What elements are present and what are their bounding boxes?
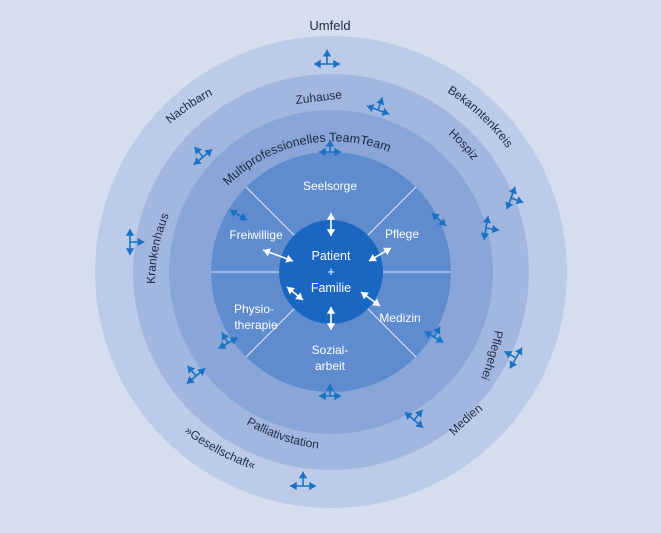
role-freiwillige: Freiwillige [229,228,283,242]
arrow-stem-icon [186,365,197,377]
arrow-stem-icon [221,332,229,344]
core-arrow-icon [360,291,381,307]
role-sozialarbeit-2: arbeit [315,359,346,373]
core-arrow-icon [286,286,304,301]
arrow-stem-icon [376,97,385,111]
double-arrow-icon [193,148,213,166]
core-arrow-icon [262,248,294,263]
double-arrow-icon [186,367,206,385]
role-physio-1: Physio- [234,302,274,316]
arrow-stem-icon [510,196,524,205]
role-medizin: Medizin [379,311,420,325]
arrow-stem-icon [325,383,335,396]
arrow-stem-icon [322,49,332,64]
role-sozialarbeit-1: Sozial- [312,343,349,357]
core-arrow-icon [326,213,336,236]
core-familie: Familie [311,281,351,295]
role-seelsorge: Seelsorge [303,179,357,193]
arrows-layer [125,49,524,491]
core-arrow-icon [368,247,392,262]
double-arrow-icon [229,209,248,221]
label-zuhause: Zuhause [295,87,343,107]
arrow-stem-icon [130,237,145,247]
core-plus: + [327,265,334,279]
role-physio-2: therapie [234,318,278,332]
arrow-stem-icon [325,139,335,152]
core-patient: Patient [312,249,351,263]
arrow-stem-icon [413,409,424,421]
core-arrow-icon [326,307,336,330]
arrow-stem-icon [485,224,500,234]
arrow-stem-icon [193,146,204,158]
arrow-stem-icon [504,350,517,359]
diagram-title: Umfeld [309,18,350,33]
role-pflege: Pflege [385,227,419,241]
arrow-stem-icon [298,471,308,486]
arrow-stem-icon [433,326,441,338]
double-arrow-icon [431,212,447,227]
core-circle [279,220,383,324]
